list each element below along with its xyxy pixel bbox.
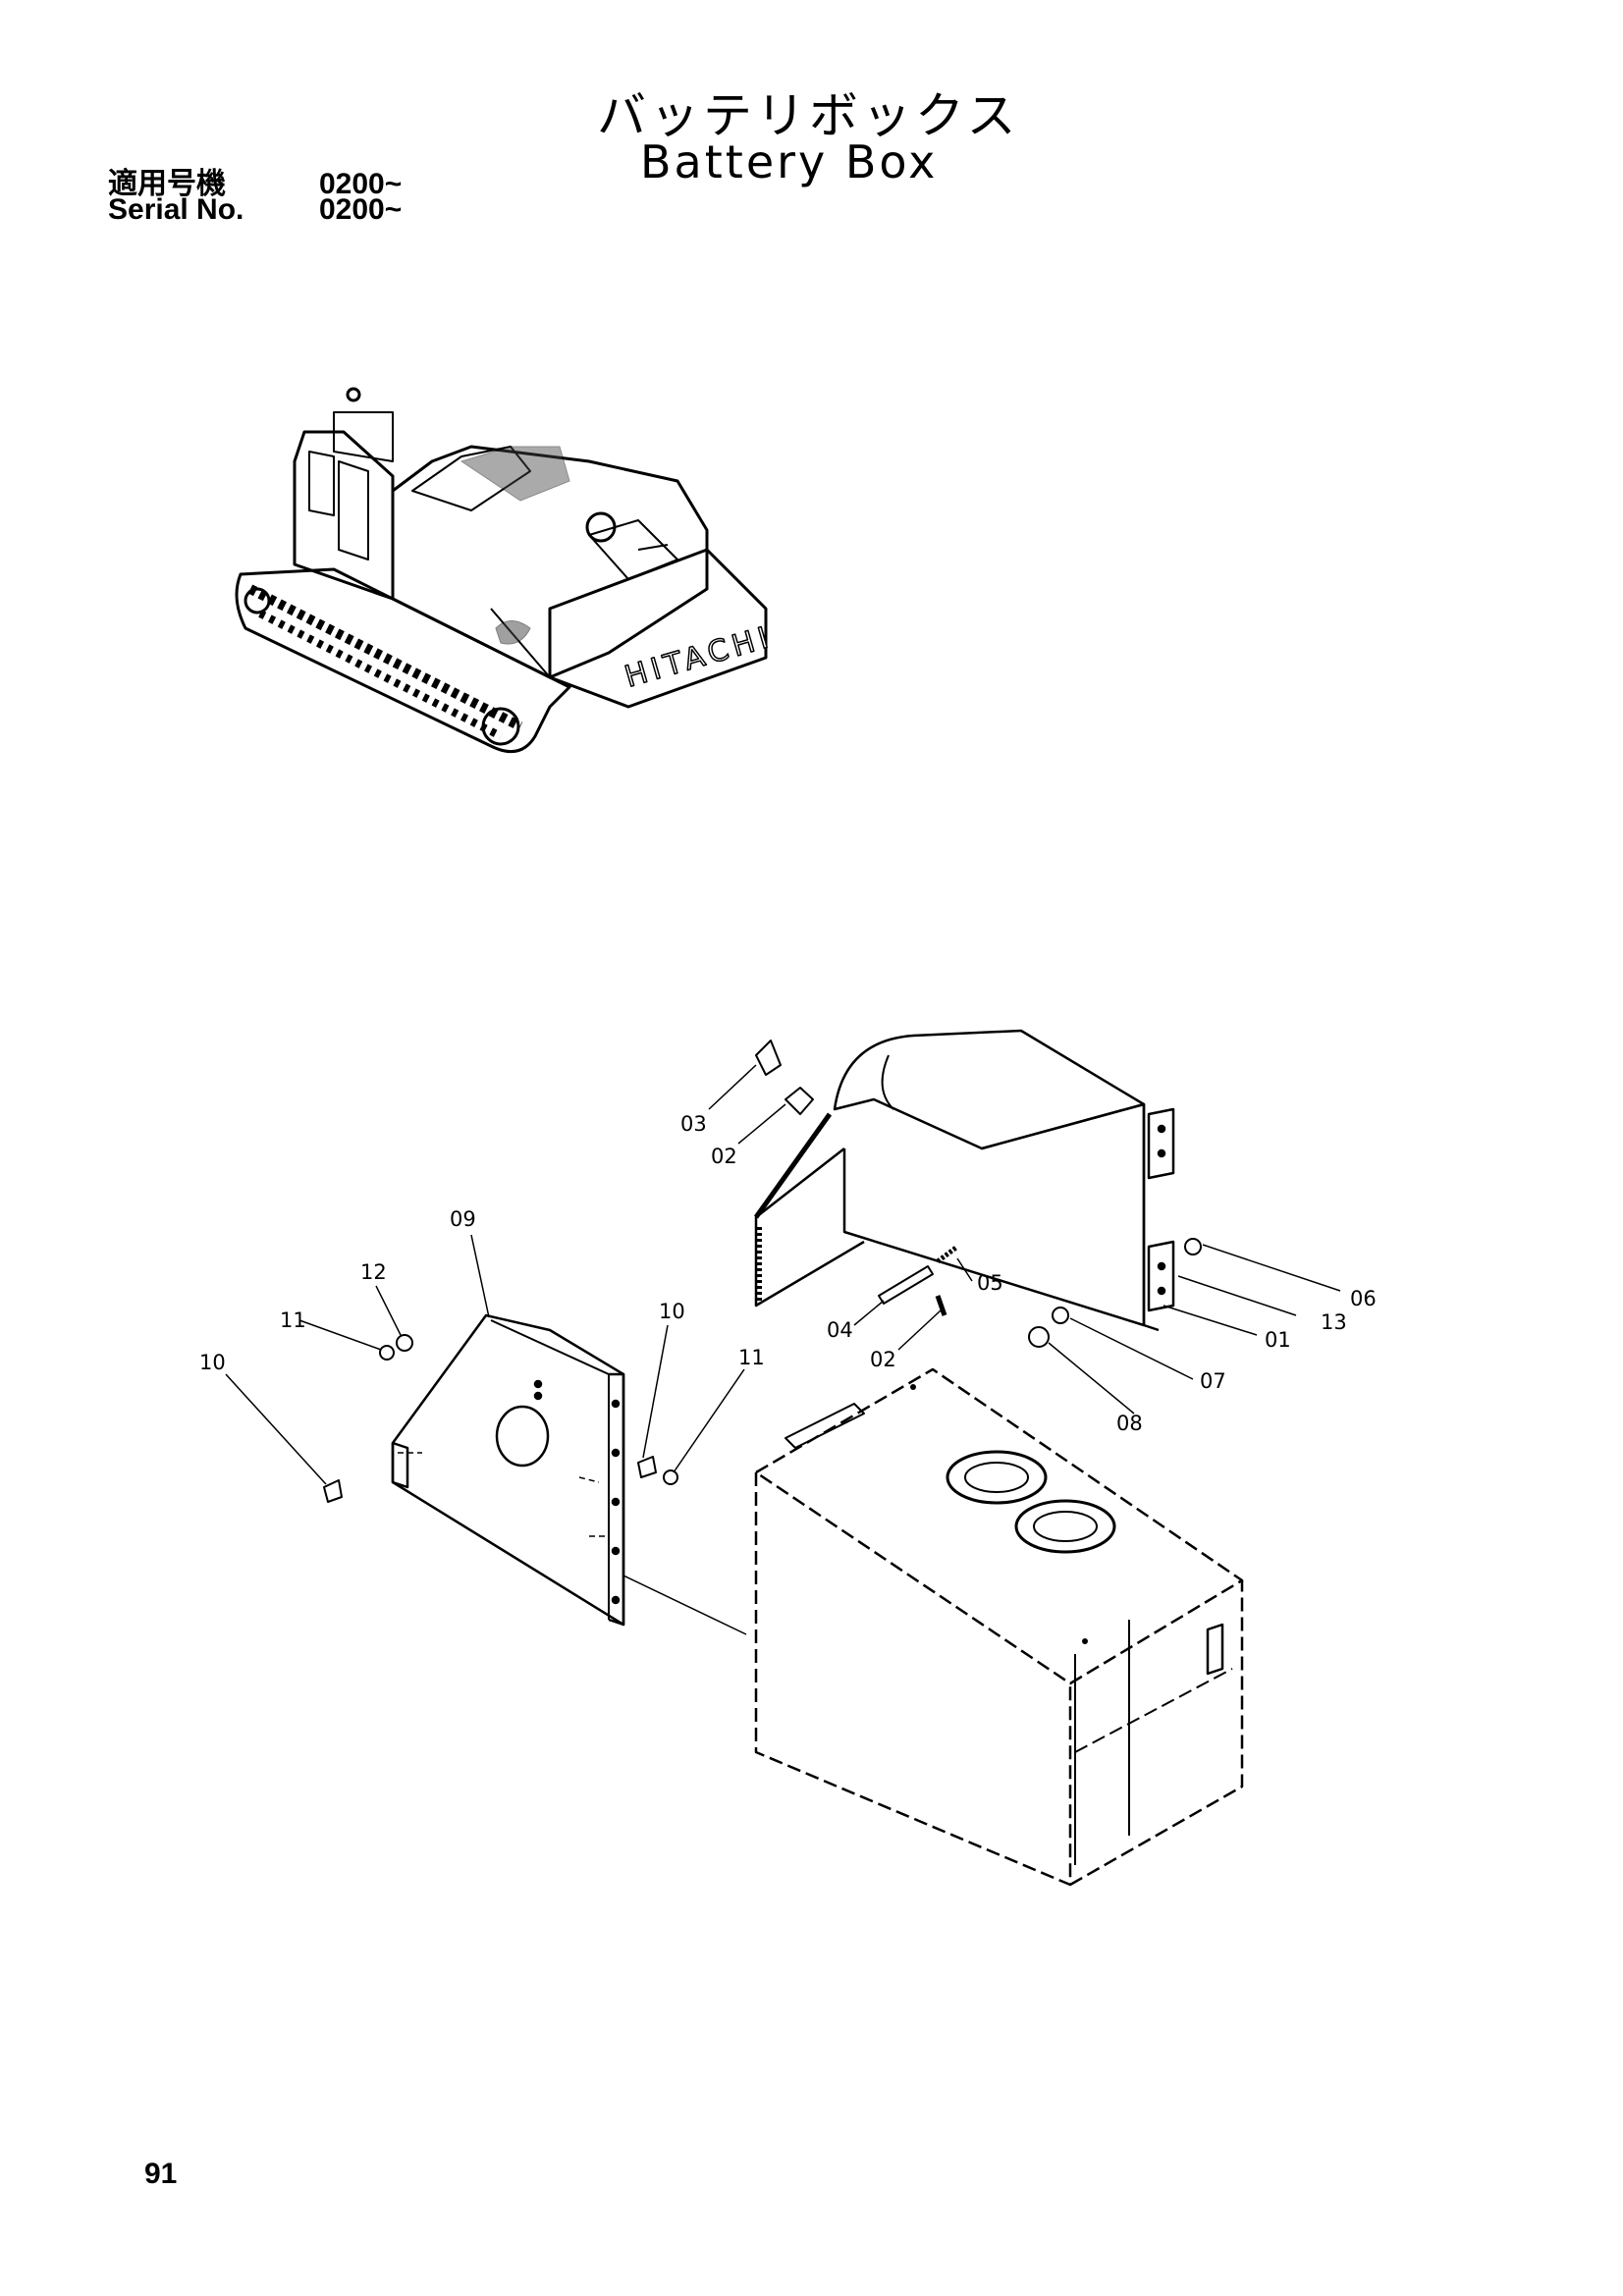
spring-05 [936, 1245, 959, 1263]
side-plate [391, 1313, 747, 1635]
serial-value-english: 0200~ [319, 193, 403, 226]
title-english: Battery Box [640, 135, 939, 188]
nut-11 [379, 1345, 395, 1361]
callout-02-top: 02 [711, 1145, 737, 1168]
callout-05: 05 [977, 1271, 1003, 1295]
page-number: 91 [144, 2158, 178, 2190]
serial-row-english: Serial No. 0200~ [108, 193, 402, 227]
callout-13: 13 [1321, 1310, 1347, 1334]
excavator-idler [481, 707, 520, 746]
excavator-track-links-lower [258, 610, 503, 740]
battery-box-latch [1206, 1623, 1224, 1676]
bolt-10-left [323, 1479, 343, 1503]
part-callouts: 03 02 09 12 11 10 10 11 05 04 02 06 13 0… [199, 1064, 1377, 1485]
serial-value-japanese: 0200~ [319, 168, 403, 200]
excavator-overview-illustration: HITACHI [235, 387, 778, 754]
excavator-emblem-shading [495, 620, 531, 645]
callout-02-bottom: 02 [870, 1348, 896, 1371]
bolt-10-right [637, 1456, 657, 1478]
excavator-sprocket [243, 587, 271, 614]
washer-07 [1052, 1307, 1069, 1324]
excavator-boom-base [411, 446, 531, 511]
washer-12 [396, 1334, 413, 1352]
callout-12: 12 [360, 1260, 387, 1284]
nut-11-right [663, 1469, 678, 1485]
excavator-beacon [346, 387, 361, 402]
callout-10-left: 10 [199, 1351, 226, 1374]
callout-08: 08 [1116, 1412, 1143, 1435]
callout-09: 09 [450, 1207, 476, 1231]
callout-11-left: 11 [280, 1308, 306, 1332]
excavator-counterweight [548, 548, 768, 709]
latch-bracket-02 [784, 1087, 814, 1115]
battery-box-handle [784, 1403, 865, 1449]
battery-terminal-cap-1 [946, 1450, 1048, 1505]
callout-06: 06 [1350, 1287, 1377, 1310]
latch-plate-04 [878, 1265, 934, 1305]
bolt-06 [1184, 1238, 1202, 1255]
serial-row-japanese: 適用号機 0200~ [108, 159, 402, 202]
excavator-body-edge [490, 608, 551, 678]
cover-hinge [1147, 1107, 1175, 1312]
fastener-hardware [323, 1040, 1202, 1503]
battery-box-exploded-view [323, 1029, 1244, 1887]
excavator-upper-body [391, 445, 709, 679]
excavator-shaded-panel [460, 446, 570, 502]
side-plate-leader [622, 1575, 747, 1635]
callout-04: 04 [827, 1318, 853, 1342]
excavator-cab-windows [308, 451, 369, 561]
excavator-track-links [247, 584, 523, 731]
latch-clip-03 [755, 1040, 782, 1076]
excavator-cab-roof [333, 411, 394, 462]
callout-07: 07 [1200, 1369, 1226, 1393]
serial-label-japanese: 適用号機 [108, 168, 226, 200]
battery-terminal-cap-2 [1014, 1499, 1116, 1554]
title-japanese: バッテリボックス [597, 87, 1020, 144]
callout-03: 03 [680, 1112, 707, 1136]
excavator-filler-cap [585, 511, 617, 543]
excavator-cab [293, 430, 395, 601]
excavator-track [235, 567, 571, 754]
battery-box-cover [753, 1029, 1175, 1332]
pin-02 [935, 1295, 947, 1316]
callout-10-right: 10 [659, 1300, 685, 1323]
excavator-side-doors [588, 519, 678, 580]
battery-box-body [754, 1367, 1244, 1887]
callout-01: 01 [1265, 1328, 1291, 1352]
serial-label-english: Serial No. [108, 193, 244, 226]
callout-11-right: 11 [738, 1346, 765, 1369]
nut-08 [1028, 1326, 1050, 1348]
